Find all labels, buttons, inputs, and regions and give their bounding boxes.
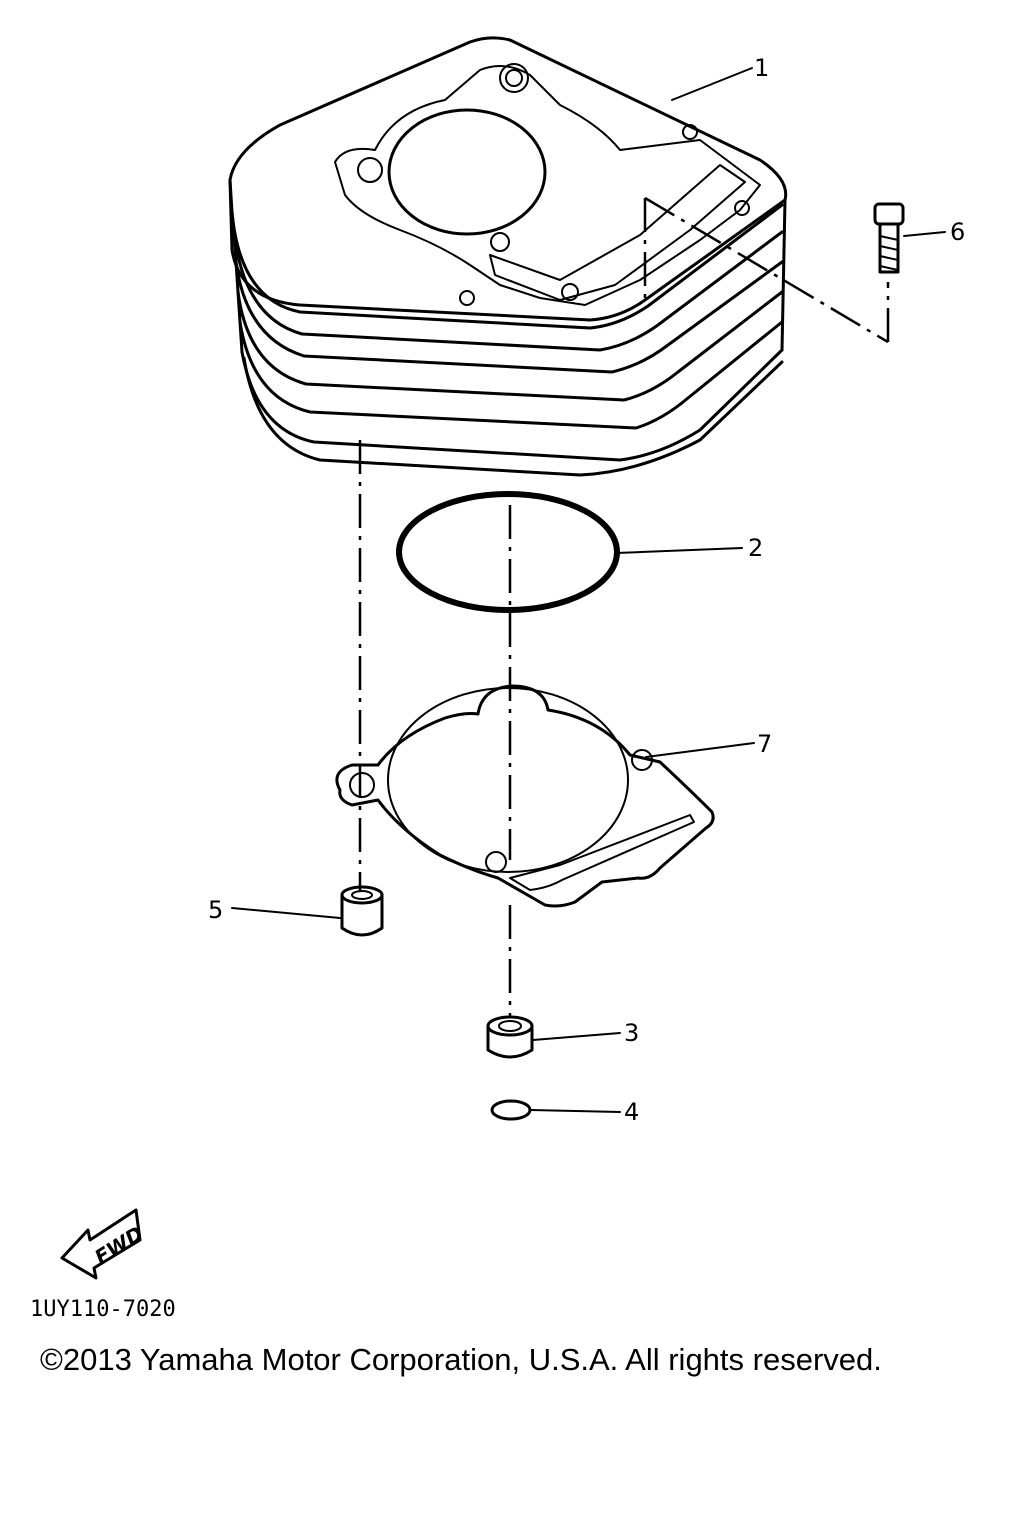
figure-code: 1UY110-7020 (30, 1297, 176, 1322)
callout-3: 3 (624, 1019, 639, 1047)
callout-4: 4 (624, 1098, 639, 1126)
copyright-notice: ©2013 Yamaha Motor Corporation, U.S.A. A… (40, 1342, 882, 1377)
small-o-ring-part[interactable] (490, 1099, 532, 1121)
callout-2: 2 (748, 534, 763, 562)
leader-lines (231, 67, 946, 1113)
fwd-label: FWD (90, 1221, 147, 1269)
callout-7: 7 (757, 730, 772, 758)
callout-6: 6 (950, 218, 965, 246)
cylinder-part[interactable] (228, 36, 788, 477)
o-ring-part[interactable] (396, 491, 620, 613)
cylinder-gasket-part[interactable] (335, 684, 715, 908)
callout-1: 1 (754, 54, 769, 82)
bolt-part[interactable] (873, 202, 905, 274)
callout-5: 5 (208, 896, 223, 924)
fwd-arrow-icon: FWD (60, 1208, 147, 1280)
dowel-pin-lower-part[interactable] (486, 1015, 534, 1059)
dowel-pin-part[interactable] (340, 885, 384, 937)
